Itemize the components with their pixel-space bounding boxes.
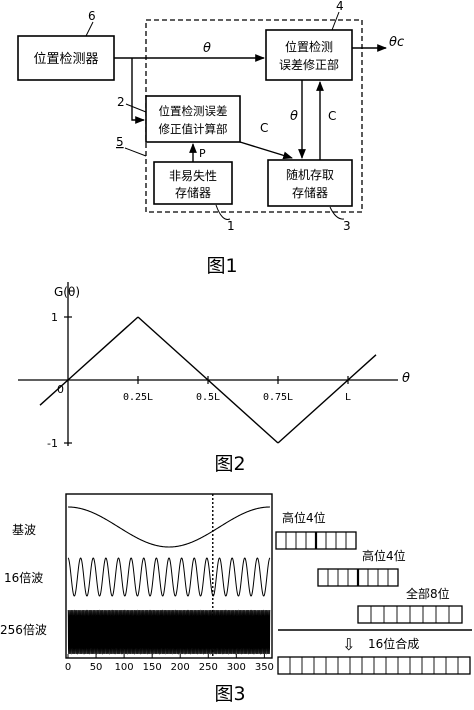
waveform-x-tick-label: 350 — [255, 662, 274, 673]
all-8bit-label: 全部8位 — [406, 586, 450, 601]
harmonic-16-wave — [67, 557, 271, 597]
ref-5: 5 — [116, 135, 124, 149]
figure-3: 0 50 100 150 200 250 300 350 基波 16倍波 256倍波 高位4位… — [0, 493, 472, 705]
high-4bit-label-b: 高位4位 — [362, 548, 406, 563]
x-tick-label: 0.25L — [123, 392, 153, 403]
error-correction-label-line2: 误差修正部 — [279, 57, 339, 72]
wave-segment — [137, 316, 209, 381]
waveform-x-tick-label: 200 — [171, 662, 190, 673]
fundamental-wave — [67, 506, 271, 548]
down-arrow-icon: ⇩ — [342, 635, 355, 654]
triangle-wave-series — [39, 316, 377, 444]
register-high4-b — [317, 568, 399, 587]
theta-signal-label: θ — [203, 41, 211, 56]
waveform-x-ticks: 0 50 100 150 200 250 300 350 — [65, 654, 274, 673]
row-label-256x: 256倍波 — [0, 622, 47, 637]
figure-1: 位置检测器 位置检测 误差修正部 位置检测误差 修正值计算部 非易失性 存储器 … — [17, 0, 404, 277]
c-to-ram-arrow — [239, 141, 293, 160]
figure-3-caption: 图3 — [214, 683, 245, 705]
y-ticks: 1 -1 — [47, 311, 72, 450]
waveform-x-tick-label: 150 — [143, 662, 162, 673]
ref-1: 1 — [227, 219, 235, 233]
theta-to-ram-label: θ — [290, 109, 298, 124]
y-axis-label: G(θ) — [54, 285, 80, 299]
ref-2: 2 — [117, 95, 125, 109]
ref-6-leader — [85, 21, 94, 37]
correction-calc-block — [145, 95, 241, 143]
row-label-fundamental: 基波 — [12, 523, 36, 537]
wave-segment — [347, 354, 377, 381]
ref-6: 6 — [88, 9, 96, 23]
x-axis-label: θ — [402, 371, 410, 386]
x-tick-label: L — [345, 392, 351, 403]
y-tick-label: -1 — [47, 437, 58, 450]
correction-calc-label-line1: 位置检测误差 — [159, 104, 228, 118]
ref-1-leader — [215, 204, 231, 220]
nonvolatile-memory-label-line1: 非易失性 — [169, 168, 217, 183]
ram-label-line2: 存储器 — [292, 185, 328, 200]
wave-segment — [207, 379, 279, 444]
register-high4-a — [275, 531, 357, 550]
harmonic-256-wave — [67, 609, 271, 655]
waveform-x-tick-label: 300 — [227, 662, 246, 673]
error-correction-block — [265, 29, 353, 81]
position-detector-label: 位置检测器 — [33, 52, 98, 67]
ref-5-leader — [124, 147, 147, 157]
theta-to-calc-arrow — [131, 58, 145, 124]
figure-2-caption: 图2 — [214, 453, 245, 475]
p-signal-label: P — [199, 147, 206, 160]
ram-label-line1: 随机存取 — [286, 167, 334, 182]
ref-3: 3 — [343, 219, 351, 233]
register-all8 — [357, 605, 463, 624]
c-to-ram-label: C — [260, 121, 268, 135]
theta-c-signal-label: θc — [389, 35, 404, 50]
figure-2: G(θ) θ 0 1 -1 0.25L 0.5L 0.75L L 图2 — [18, 282, 410, 475]
x-tick-label: 0.75L — [263, 392, 293, 403]
error-correction-label-line1: 位置检测 — [285, 39, 333, 54]
figure-1-caption: 图1 — [206, 255, 237, 277]
ref-4-leader — [331, 11, 340, 31]
y-tick-label: 1 — [51, 311, 58, 324]
nonvolatile-memory-label-line2: 存储器 — [175, 185, 211, 200]
high-4bit-label-a: 高位4位 — [282, 510, 326, 525]
ref-4: 4 — [336, 0, 344, 13]
wave-segment — [67, 316, 139, 381]
waveform-x-tick-label: 250 — [199, 662, 218, 673]
x-tick-label: 0.5L — [196, 392, 220, 403]
register-combined-16 — [277, 656, 471, 675]
ref-2-leader — [125, 103, 147, 113]
origin-label: 0 — [57, 383, 64, 396]
waveform-x-tick-label: 100 — [115, 662, 134, 673]
waveform-x-tick-label: 50 — [90, 662, 103, 673]
combined-16bit-label: 16位合成 — [368, 636, 419, 651]
ref-3-leader — [329, 206, 345, 220]
ram-block — [267, 159, 353, 207]
correction-calc-label-line2: 修正值计算部 — [159, 122, 228, 136]
waveform-x-tick-label: 0 — [65, 662, 71, 673]
wave-segment — [277, 379, 349, 444]
position-detector-block — [17, 35, 115, 81]
row-label-16x: 16倍波 — [4, 570, 43, 585]
c-to-corrector-label: C — [328, 109, 336, 123]
wave-segment — [39, 379, 69, 406]
